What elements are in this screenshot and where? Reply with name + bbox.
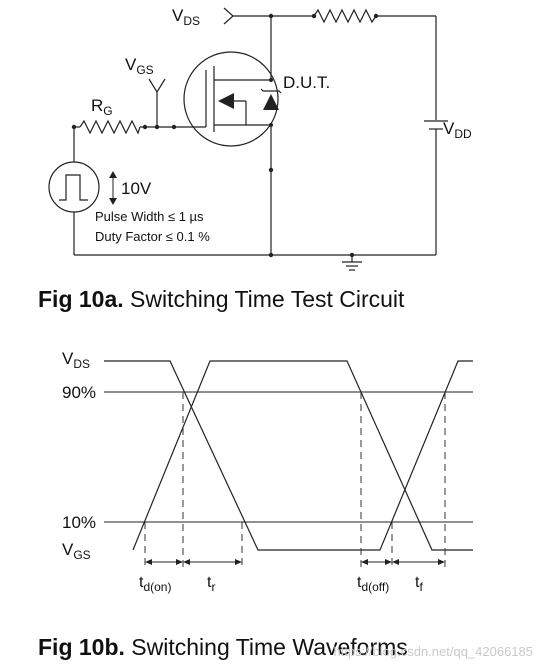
vdd-label: VDD [443,119,472,141]
tr-label: tr [207,574,215,594]
gate-resistor [79,119,141,135]
wire-junction [154,124,160,130]
wire-junction [269,123,273,127]
watermark: https://blog.csdn.net/qq_42066185 [334,644,534,659]
tf-arrow [392,559,445,565]
pulse-amplitude-label: 10V [121,179,152,198]
caption-fig-10a: Fig 10a. Switching Time Test Circuit [38,286,405,312]
body-arrow-icon [218,93,234,109]
vgs-probe-right [156,78,166,93]
vds-terminal-arrow [223,7,234,25]
wire-junction [311,13,317,19]
duty-factor-label: Duty Factor ≤ 0.1 % [95,229,210,244]
amplitude-arrow-down-icon [109,198,117,205]
amplitude-arrow-up-icon [109,171,117,178]
tr-arrow [183,559,242,565]
wire-junction [142,124,148,130]
vds-waveform-label: VDS [62,349,90,371]
dut-label: D.U.T. [283,73,330,92]
vgs-waveform [132,360,473,551]
mosfet-circle [183,51,279,147]
wire-junction [268,167,274,173]
pulse-waveform-icon [59,174,88,201]
wire-junction [373,13,379,19]
td-off-arrow [361,559,392,565]
vds-waveform [104,360,473,551]
vgs-circuit-label: VGS [125,55,154,77]
pulse-width-label: Pulse Width ≤ 1 µs [95,209,204,224]
wire-junction [268,252,274,258]
load-resistor [313,8,377,24]
caption-fig-10b: Fig 10b. Switching Time Waveforms [38,634,408,660]
level-90-label: 90% [62,383,96,402]
tf-label: tf [415,574,423,594]
vgs-probe-left [148,78,158,93]
wire-junction [171,124,177,130]
rg-label: RG [91,96,113,118]
test-circuit: VDS VGS RG VDD D.U.T. 10V Pulse Width ≤ … [48,6,472,271]
td-on-arrow [145,559,183,565]
waveform-diagram: VDS 90% 10% VGS td(on) tr td(off) tf [62,349,473,594]
td-off-label: td(off) [357,574,389,594]
pulse-generator [48,161,100,213]
vds-circuit-label: VDS [172,6,200,28]
diode-cathode [260,88,282,94]
level-10-label: 10% [62,513,96,532]
wire-junction [269,78,273,82]
vgs-waveform-label: VGS [62,540,91,562]
td-on-label: td(on) [139,574,171,594]
body-diode-icon [263,94,279,110]
